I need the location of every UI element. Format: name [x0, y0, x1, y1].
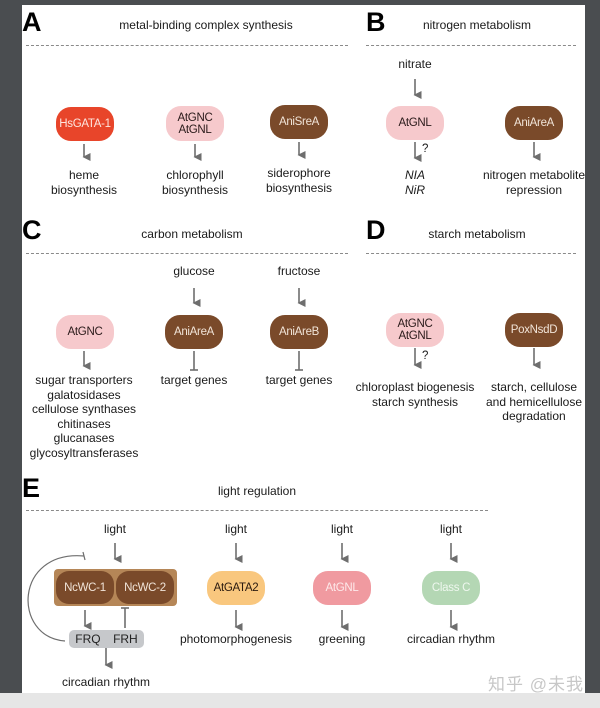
frq-frh-complex: FRQ FRH — [69, 630, 144, 648]
figure-page: A metal-binding complex synthesis HsGATA… — [22, 5, 585, 694]
panel-letter-c: C — [22, 215, 42, 245]
divider-a — [26, 45, 348, 46]
divider-e — [26, 510, 488, 511]
node-atgnl-e: AtGNL — [313, 571, 371, 605]
uncertain-mark-b: ? — [422, 143, 429, 155]
panel-title-c: carbon metabolism — [141, 227, 243, 241]
node-aniarea-b: AniAreA — [505, 106, 563, 140]
uncertain-mark-d: ? — [422, 350, 429, 362]
divider-d — [366, 253, 576, 254]
divider-c — [26, 253, 348, 254]
panel-title-a: metal-binding complex synthesis — [119, 18, 293, 32]
output-circadian-ncwc: circadian rhythm — [61, 675, 151, 689]
output-target-genes-b: target genes — [265, 373, 333, 387]
node-atgata2: AtGATA2 — [207, 571, 265, 605]
input-light-atgata2: light — [224, 522, 247, 536]
output-photomorphogenesis: photomorphogenesis — [179, 632, 293, 646]
input-fructose: fructose — [277, 264, 321, 278]
panel-letter-b: B — [366, 7, 386, 37]
feedback-frq-ncwc-bar — [82, 551, 86, 561]
divider-b — [366, 45, 576, 46]
feedback-frq-ncwc — [27, 555, 85, 642]
node-class-c: Class C — [422, 571, 480, 605]
node-aniareb: AniAreB — [270, 315, 328, 349]
panel-title-d: starch metabolism — [428, 227, 526, 241]
panel-letter-e: E — [22, 473, 41, 503]
node-ncwc2: NcWC-2 — [116, 571, 174, 604]
input-nitrate: nitrate — [398, 57, 432, 71]
panel-letter-d: D — [366, 215, 386, 245]
output-starch-degradation: starch, cellulose and hemicellulose degr… — [485, 380, 583, 423]
connector-layer — [27, 79, 541, 669]
panel-title-b: nitrogen metabolism — [422, 18, 532, 32]
input-light-atgnl: light — [330, 522, 353, 536]
output-carbon-genes: sugar transporters galatosidases cellulo… — [29, 373, 139, 460]
node-aniarea-c: AniAreA — [165, 315, 223, 349]
output-greening: greening — [318, 632, 366, 646]
label-frq: FRQ — [75, 632, 101, 646]
label-frh: FRH — [113, 632, 138, 646]
node-atgnc-c: AtGNC — [56, 315, 114, 349]
input-light-ncwc: light — [103, 522, 126, 536]
output-target-genes-a: target genes — [160, 373, 228, 387]
watermark: 知乎 @未我 — [488, 675, 584, 694]
node-poxnsdd: PoxNsdD — [505, 313, 563, 347]
bottom-strip — [0, 693, 600, 708]
panel-title-e: light regulation — [217, 484, 297, 498]
input-light-classc: light — [439, 522, 462, 536]
panel-letter-a: A — [22, 7, 42, 37]
input-glucose: glucose — [173, 264, 215, 278]
node-anisrea: AniSreA — [270, 105, 328, 139]
output-circadian-classc: circadian rhythm — [406, 632, 496, 646]
node-atgnl-b: AtGNL — [386, 106, 444, 140]
node-hsgata1: HsGATA-1 — [56, 107, 114, 141]
node-ncwc1: NcWC-1 — [56, 571, 114, 604]
